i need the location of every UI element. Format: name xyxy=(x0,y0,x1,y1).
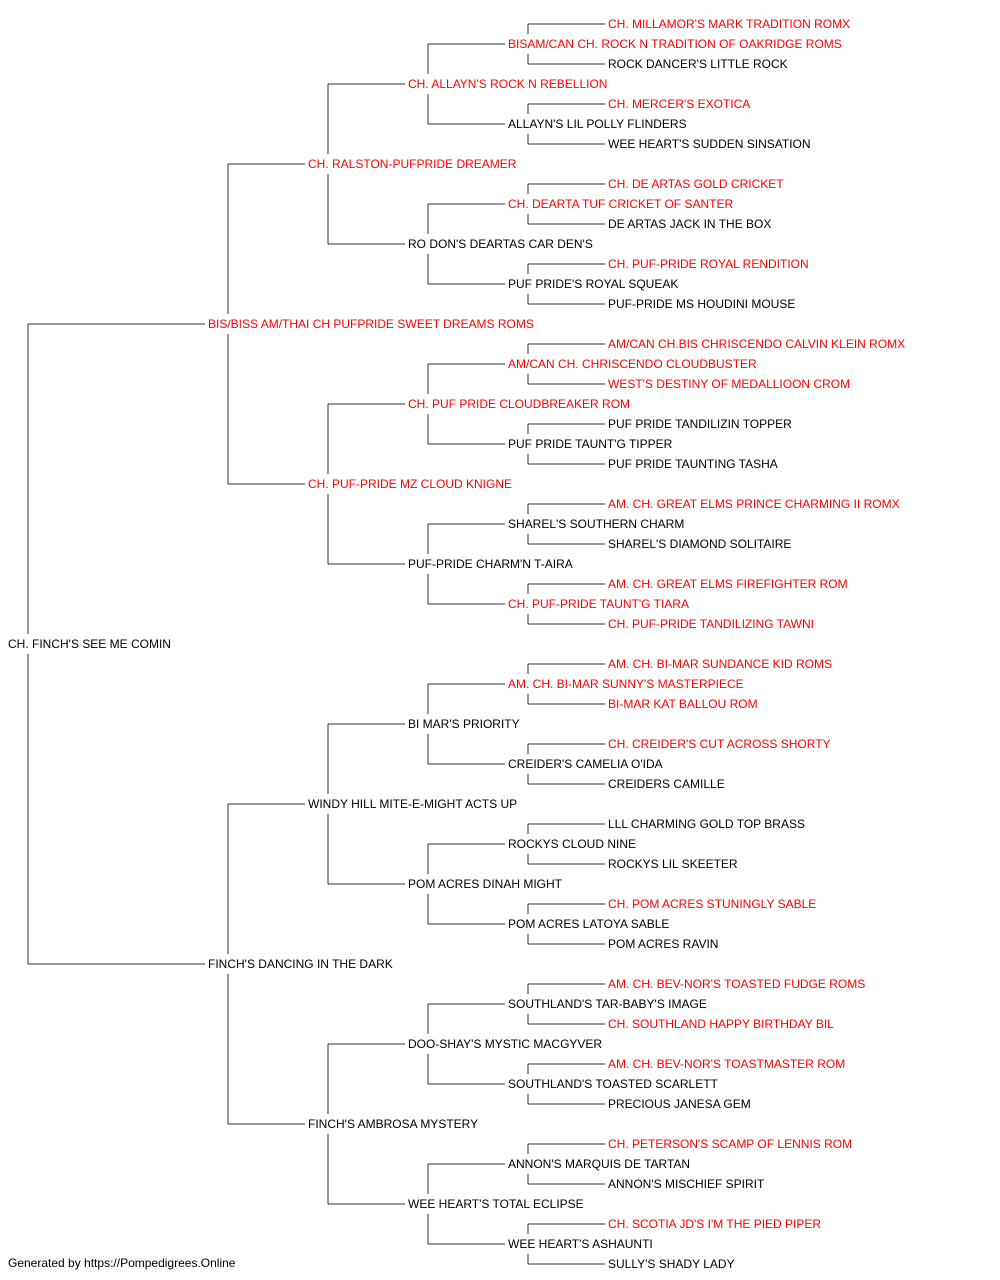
gen5-ancestor-name: CH. PUF-PRIDE TANDILIZING TAWNI xyxy=(608,617,814,631)
great-great-grandparent-name: CH. PUF-PRIDE TAUNT'G TIARA xyxy=(508,597,689,611)
gen5-ancestor-name: CH. POM ACRES STUNINGLY SABLE xyxy=(608,897,816,911)
gen5-ancestor-name: AM. CH. GREAT ELMS PRINCE CHARMING II RO… xyxy=(608,497,900,511)
pedigree-connector-lines xyxy=(27,23,605,1265)
great-great-grandparent-name: POM ACRES LATOYA SABLE xyxy=(508,917,669,931)
great-grandparent-name: WEE HEART'S TOTAL ECLIPSE xyxy=(408,1197,584,1211)
footer-credit: Generated by https://Pompedigrees.Online xyxy=(8,1256,236,1270)
gen5-ancestor-name: ROCK DANCER'S LITTLE ROCK xyxy=(608,57,788,71)
gen5-ancestor-name: CH. DE ARTAS GOLD CRICKET xyxy=(608,177,784,191)
gen5-ancestor-name: AM. CH. BEV-NOR'S TOASTED FUDGE ROMS xyxy=(608,977,865,991)
subject-name: CH. FINCH'S SEE ME COMIN xyxy=(8,637,171,651)
gen5-ancestor-name: POM ACRES RAVIN xyxy=(608,937,718,951)
gen5-ancestor-name: PRECIOUS JANESA GEM xyxy=(608,1097,751,1111)
great-great-grandparent-name: AM/CAN CH. CHRISCENDO CLOUDBUSTER xyxy=(508,357,757,371)
gen5-ancestor-name: PUF-PRIDE MS HOUDINI MOUSE xyxy=(608,297,795,311)
gen5-ancestor-name: CH. PETERSON'S SCAMP OF LENNIS ROM xyxy=(608,1137,852,1151)
great-grandparent-name: BI MAR'S PRIORITY xyxy=(408,717,520,731)
pedigree-labels: CH. FINCH'S SEE ME COMIN BIS/BISS AM/THAI… xyxy=(8,17,905,1271)
gen5-ancestor-name: CH. PUF-PRIDE ROYAL RENDITION xyxy=(608,257,809,271)
gen5-ancestor-name: CH. CREIDER'S CUT ACROSS SHORTY xyxy=(608,737,831,751)
gen5-ancestor-name: CH. MERCER'S EXOTICA xyxy=(608,97,750,111)
gen5-ancestor-name: SHAREL'S DIAMOND SOLITAIRE xyxy=(608,537,791,551)
great-great-grandparent-name: AM. CH. BI-MAR SUNNY'S MASTERPIECE xyxy=(508,677,744,691)
great-grandparent-name: PUF-PRIDE CHARM'N T-AIRA xyxy=(408,557,573,571)
gen5-ancestor-name: CH. SOUTHLAND HAPPY BIRTHDAY BIL xyxy=(608,1017,834,1031)
great-grandparent-name: RO DON'S DEARTAS CAR DEN'S xyxy=(408,237,593,251)
grandparent-name: FINCH'S AMBROSA MYSTERY xyxy=(308,1117,478,1131)
grandparent-name: CH. RALSTON-PUFPRIDE DREAMER xyxy=(308,157,517,171)
parent-name: FINCH'S DANCING IN THE DARK xyxy=(208,957,393,971)
gen5-ancestor-name: BI-MAR KAT BALLOU ROM xyxy=(608,697,758,711)
great-great-grandparent-name: SOUTHLAND'S TAR-BABY'S IMAGE xyxy=(508,997,707,1011)
gen5-ancestor-name: CH. SCOTIA JD'S I'M THE PIED PIPER xyxy=(608,1217,821,1231)
great-grandparent-name: CH. ALLAYN'S ROCK N REBELLION xyxy=(408,77,607,91)
great-great-grandparent-name: SHAREL'S SOUTHERN CHARM xyxy=(508,517,684,531)
parent-name: BIS/BISS AM/THAI CH PUFPRIDE SWEET DREAM… xyxy=(208,317,534,331)
great-great-grandparent-name: WEE HEART'S ASHAUNTI xyxy=(508,1237,653,1251)
gen5-ancestor-name: CH. MILLAMOR'S MARK TRADITION ROMX xyxy=(608,17,850,31)
great-great-grandparent-name: BISAM/CAN CH. ROCK N TRADITION OF OAKRID… xyxy=(508,37,842,51)
great-great-grandparent-name: PUF PRIDE'S ROYAL SQUEAK xyxy=(508,277,678,291)
gen5-ancestor-name: AM. CH. BI-MAR SUNDANCE KID ROMS xyxy=(608,657,832,671)
gen5-ancestor-name: AM/CAN CH.BIS CHRISCENDO CALVIN KLEIN RO… xyxy=(608,337,905,351)
gen5-ancestor-name: PUF PRIDE TANDILIZIN TOPPER xyxy=(608,417,792,431)
great-great-grandparent-name: PUF PRIDE TAUNT'G TIPPER xyxy=(508,437,673,451)
great-great-grandparent-name: ALLAYN'S LIL POLLY FLINDERS xyxy=(508,117,687,131)
grandparent-name: WINDY HILL MITE-E-MIGHT ACTS UP xyxy=(308,797,517,811)
great-great-grandparent-name: ROCKYS CLOUD NINE xyxy=(508,837,636,851)
great-grandparent-name: DOO-SHAY'S MYSTIC MACGYVER xyxy=(408,1037,602,1051)
gen5-ancestor-name: WEST'S DESTINY OF MEDALLIOON CROM xyxy=(608,377,850,391)
great-grandparent-name: CH. PUF PRIDE CLOUDBREAKER ROM xyxy=(408,397,630,411)
gen5-ancestor-name: PUF PRIDE TAUNTING TASHA xyxy=(608,457,778,471)
gen5-ancestor-name: DE ARTAS JACK IN THE BOX xyxy=(608,217,771,231)
great-great-grandparent-name: CREIDER'S CAMELIA O'IDA xyxy=(508,757,663,771)
gen5-ancestor-name: ANNON'S MISCHIEF SPIRIT xyxy=(608,1177,765,1191)
great-grandparent-name: POM ACRES DINAH MIGHT xyxy=(408,877,563,891)
great-great-grandparent-name: ANNON'S MARQUIS DE TARTAN xyxy=(508,1157,690,1171)
great-great-grandparent-name: CH. DEARTA TUF CRICKET OF SANTER xyxy=(508,197,733,211)
grandparent-name: CH. PUF-PRIDE MZ CLOUD KNIGNE xyxy=(308,477,512,491)
gen5-ancestor-name: LLL CHARMING GOLD TOP BRASS xyxy=(608,817,805,831)
gen5-ancestor-name: AM. CH. BEV-NOR'S TOASTMASTER ROM xyxy=(608,1057,845,1071)
gen5-ancestor-name: ROCKYS LIL SKEETER xyxy=(608,857,738,871)
gen5-ancestor-name: WEE HEART'S SUDDEN SINSATION xyxy=(608,137,811,151)
gen5-ancestor-name: AM. CH. GREAT ELMS FIREFIGHTER ROM xyxy=(608,577,848,591)
great-great-grandparent-name: SOUTHLAND'S TOASTED SCARLETT xyxy=(508,1077,719,1091)
gen5-ancestor-name: SULLY'S SHADY LADY xyxy=(608,1257,735,1271)
gen5-ancestor-name: CREIDERS CAMILLE xyxy=(608,777,725,791)
